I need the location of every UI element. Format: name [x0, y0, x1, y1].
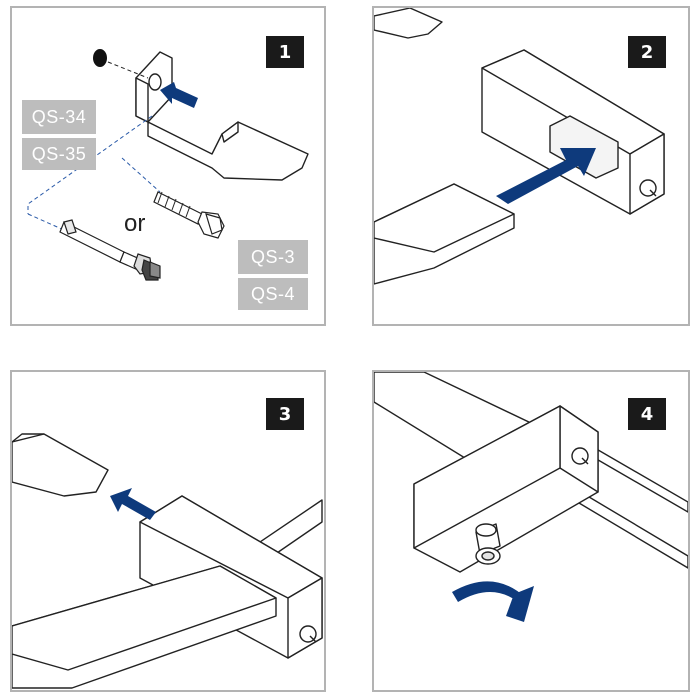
- tube-top: [12, 565, 277, 671]
- step-3-panel: 3: [10, 370, 326, 692]
- part-label-qs-3: QS-3: [238, 240, 308, 274]
- insertion-slot: [549, 115, 619, 179]
- step-number-badge: 2: [628, 36, 666, 68]
- bracket-arm-edge: [221, 121, 239, 143]
- tighten-rotation-arrow-icon: [452, 581, 534, 622]
- step-number-badge: 1: [266, 36, 304, 68]
- step-1-panel: 1 QS-34 QS-35 or QS-3 QS-4: [10, 6, 326, 326]
- step-1-illustration: [27, 49, 309, 281]
- wall-plug-icon: [93, 49, 107, 67]
- step-4-panel: 4: [372, 370, 690, 692]
- bracket-hole: [148, 73, 162, 91]
- part-label-qs-35: QS-35: [22, 138, 96, 170]
- tube-top: [374, 183, 515, 253]
- insert-direction-arrow-icon: [496, 148, 596, 204]
- step-3-illustration: [12, 433, 323, 689]
- housing-side: [413, 405, 561, 549]
- lag-screw-icon: [153, 191, 225, 239]
- or-text: or: [124, 210, 146, 237]
- part-label-qs-34: QS-34: [22, 100, 96, 134]
- anchor-bolt-icon: [59, 219, 161, 281]
- step-2-illustration: [374, 8, 665, 285]
- housing-end: [629, 133, 665, 215]
- bracket-arm: [12, 433, 109, 497]
- step-2-panel: 2: [372, 6, 690, 326]
- bracket-plate-side: [135, 77, 149, 123]
- step-4-illustration: [374, 372, 688, 622]
- bracket-arm: [147, 121, 309, 181]
- set-screw-icon: [475, 523, 501, 565]
- alignment-line: [107, 61, 149, 79]
- insert-arrow-icon: [160, 82, 198, 108]
- guide-lines: [27, 115, 161, 231]
- step-number-badge: 3: [266, 398, 304, 430]
- bracket-top: [374, 8, 443, 39]
- part-label-qs-4: QS-4: [238, 278, 308, 310]
- step-number-badge: 4: [628, 398, 666, 430]
- slide-direction-arrow-icon: [110, 488, 156, 520]
